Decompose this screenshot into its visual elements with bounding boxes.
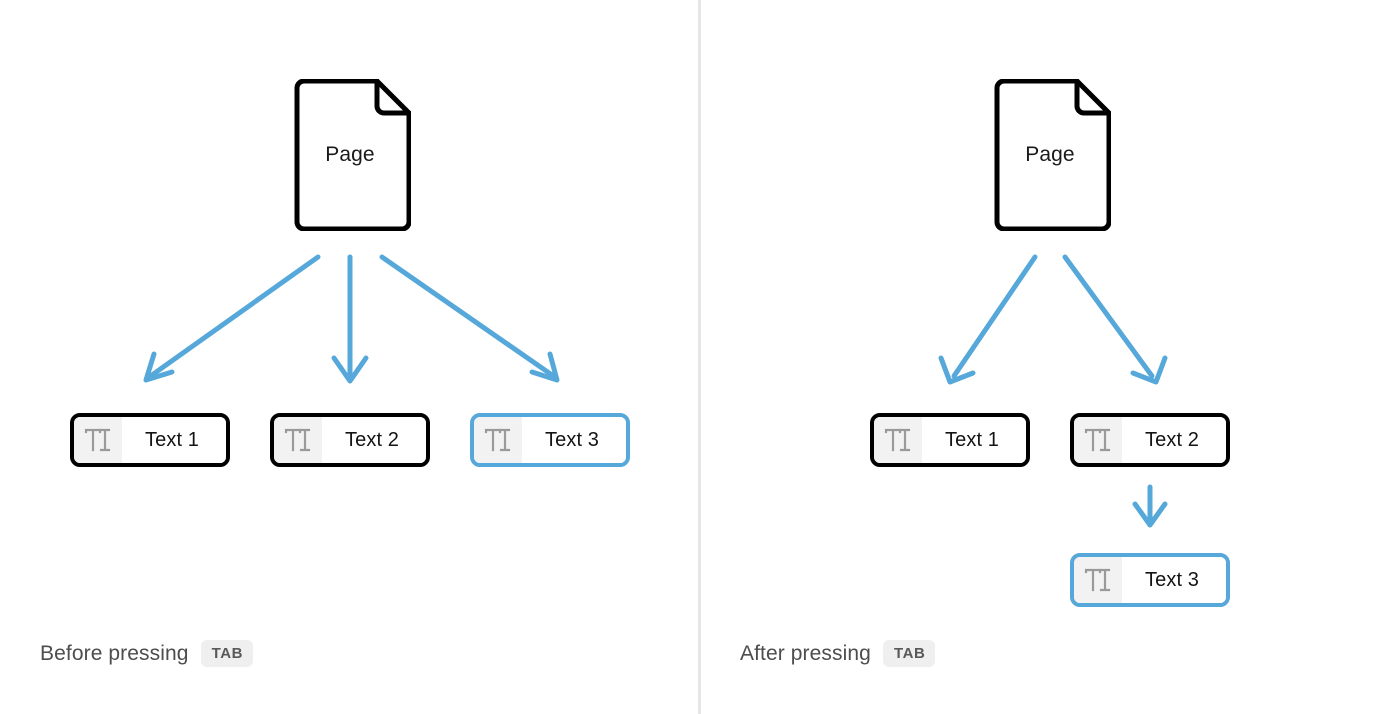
panel-after-tab: Page Text 1 Text 2 xyxy=(700,0,1400,714)
arrow-page-to-text1 xyxy=(143,254,321,383)
page-node-after[interactable]: Page xyxy=(989,79,1111,231)
panel-before-tab: Page Text 1 Text 2 xyxy=(0,0,699,714)
caption-text: After pressing xyxy=(740,641,871,665)
arrow-page-to-text3 xyxy=(379,254,560,383)
text-cursor-icon xyxy=(274,417,322,463)
page-node-label: Page xyxy=(1025,143,1075,166)
arrow-text2-to-text3 xyxy=(1132,484,1168,528)
text-node-label: Text 2 xyxy=(322,417,426,463)
text-node-label: Text 3 xyxy=(1122,557,1226,603)
panel-divider xyxy=(698,0,701,714)
text-cursor-icon xyxy=(874,417,922,463)
text-cursor-icon xyxy=(74,417,122,463)
arrow-page-to-text1 xyxy=(938,254,1038,385)
text-cursor-icon xyxy=(474,417,522,463)
text-node-label: Text 2 xyxy=(1122,417,1226,463)
text-node-2-before[interactable]: Text 2 xyxy=(270,413,430,467)
arrow-page-to-text2 xyxy=(331,254,369,384)
page-icon xyxy=(994,79,1111,231)
caption-before: Before pressing TAB xyxy=(40,640,254,667)
text-cursor-icon xyxy=(1074,417,1122,463)
page-node-before[interactable]: Page xyxy=(289,79,411,231)
text-node-1-before[interactable]: Text 1 xyxy=(70,413,230,467)
text-node-1-after[interactable]: Text 1 xyxy=(870,413,1030,467)
text-node-label: Text 3 xyxy=(522,417,626,463)
tab-key-badge: TAB xyxy=(200,640,254,667)
arrow-page-to-text2 xyxy=(1062,254,1168,385)
text-node-label: Text 1 xyxy=(122,417,226,463)
page-icon xyxy=(294,79,411,231)
text-node-2-after[interactable]: Text 2 xyxy=(1070,413,1230,467)
tab-key-badge: TAB xyxy=(882,640,936,667)
caption-text: Before pressing xyxy=(40,641,189,665)
text-node-3-before[interactable]: Text 3 xyxy=(470,413,630,467)
text-node-label: Text 1 xyxy=(922,417,1026,463)
page-node-label: Page xyxy=(325,143,375,166)
text-node-3-after[interactable]: Text 3 xyxy=(1070,553,1230,607)
text-cursor-icon xyxy=(1074,557,1122,603)
caption-after: After pressing TAB xyxy=(740,640,936,667)
